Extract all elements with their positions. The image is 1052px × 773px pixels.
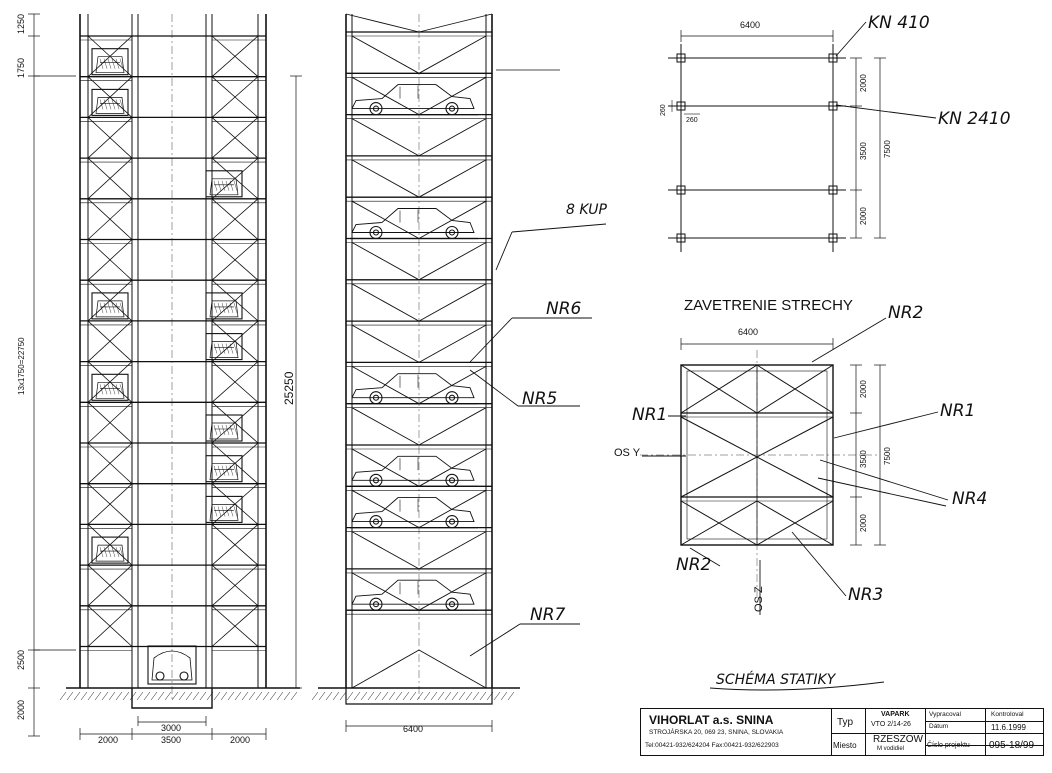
title-block: VIHORLAT a.s. SNINA STROJÁRSKA 20, 069 2… <box>640 708 1044 756</box>
label-schema: SCHÉMA STATIKY <box>716 671 837 688</box>
typ-label: Typ <box>837 717 854 728</box>
label-skup: 8 KUP <box>566 202 608 218</box>
project-type: VTO 2/14-26 <box>871 721 911 728</box>
dim-left-top-b: 1250 <box>16 14 26 34</box>
dim-bottom-w1: 2000 <box>98 735 118 745</box>
project-name: VAPARK <box>881 711 910 718</box>
dim-total-height: 25250 <box>282 371 296 405</box>
dim-left-bottom-b: 2000 <box>16 700 26 720</box>
label-roof-nr3: NR3 <box>848 585 883 605</box>
label-kn-mid: KN 2410 <box>938 109 1011 129</box>
header-check: Kontroloval <box>991 711 1024 718</box>
dim-roof-r2: 3500 <box>859 450 868 468</box>
dim-pit-width: 3000 <box>161 723 181 733</box>
dim-plan-width: 6400 <box>740 20 760 30</box>
label-kn-top: KN 410 <box>868 13 930 33</box>
header-drawn: Vypracoval <box>929 711 961 718</box>
label-roof-nr1-left: NR1 <box>632 405 667 425</box>
label-roof-nr4: NR4 <box>952 489 987 509</box>
dim-left-bottom-a: 2500 <box>16 650 26 670</box>
dim-roof-r1: 2000 <box>859 380 868 398</box>
label-roof-nr2-top: NR2 <box>888 303 923 323</box>
location-sub: M vodidiel <box>877 746 905 752</box>
dim-plan-r1: 2000 <box>859 74 868 92</box>
dim-plan-small-a: 260 <box>660 104 667 116</box>
label-nr5: NR5 <box>522 389 557 409</box>
dim-bottom-w2: 3500 <box>161 735 181 745</box>
side-elevation <box>311 13 560 732</box>
company-name: VIHORLAT a.s. SNINA <box>649 713 774 727</box>
dim-left-top-a: 1750 <box>16 58 26 78</box>
company-phone: Tel:00421-932/624204 Fax:00421-932/62290… <box>645 742 779 749</box>
dim-plan-r2: 3500 <box>859 142 868 160</box>
roof-title: ZAVETRENIE STRECHY <box>684 297 853 314</box>
dim-roof-total: 7500 <box>883 447 892 465</box>
project-no-label: Číslo projektu <box>927 742 970 749</box>
header-date: Dátum <box>929 723 949 730</box>
dim-roof-r3: 2000 <box>859 514 868 532</box>
dim-plan-total: 7500 <box>883 140 892 158</box>
company-address: STROJÁRSKA 20, 069 23, SNINA, SLOVAKIA <box>649 729 784 736</box>
dim-left-height: 13x1750=22750 <box>17 337 26 395</box>
dim-roof-width: 6400 <box>738 327 758 337</box>
label-roof-nr1-right: NR1 <box>940 401 975 421</box>
axis-z-label: OS Z <box>753 586 765 612</box>
location: RZESZOW <box>873 734 923 745</box>
roof-bracing-plan <box>640 338 886 600</box>
dim-plan-r3: 2000 <box>859 207 868 225</box>
label-nr6: NR6 <box>546 299 582 319</box>
label-roof-nr2-bottom: NR2 <box>676 555 711 575</box>
project-no: 095-18/99 <box>989 740 1035 751</box>
axis-y-label: OS Y <box>614 447 641 459</box>
front-elevation <box>28 13 302 740</box>
miesto-label: Miesto <box>833 741 857 750</box>
drawing-date: 11.6.1999 <box>991 723 1026 732</box>
column-plan <box>668 30 886 252</box>
dim-plan-small-b: 260 <box>686 117 698 124</box>
label-nr7: NR7 <box>530 605 566 625</box>
dim-bottom-w3: 2000 <box>230 735 250 745</box>
dim-middle-width: 6400 <box>403 724 423 734</box>
